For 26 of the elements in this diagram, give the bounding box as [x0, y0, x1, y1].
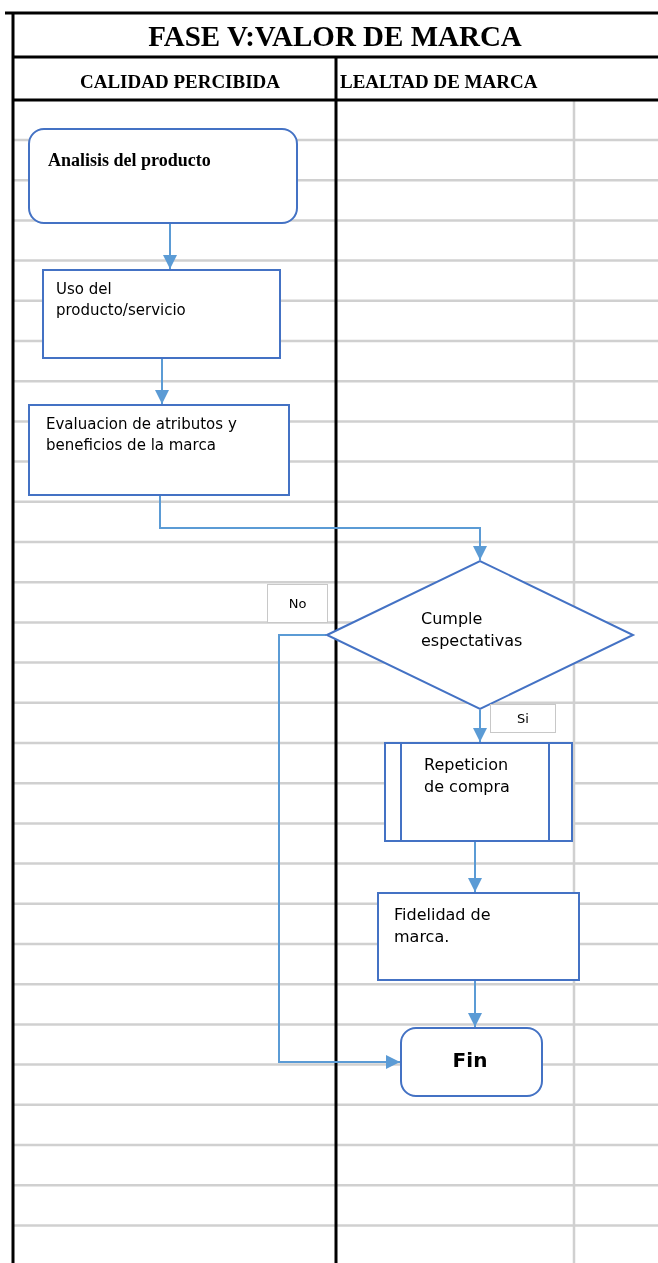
arrow — [163, 223, 177, 270]
arrow — [468, 980, 482, 1028]
node-text: Analisis del producto — [48, 149, 212, 172]
node-text: Fin — [451, 1047, 489, 1074]
node-text: Repeticion de compra — [424, 754, 511, 799]
node-text: Evaluacion de atributos y beneficios de la marca — [46, 414, 238, 456]
lane-header: CALIDAD PERCIBIDA — [78, 70, 282, 94]
process-box — [28, 404, 290, 496]
edge-label: No — [267, 584, 328, 623]
arrow — [473, 709, 487, 743]
subprocess-box — [384, 742, 573, 842]
terminal-box — [400, 1027, 543, 1097]
terminal-box — [28, 128, 298, 224]
decision-diamond — [326, 560, 634, 710]
arrow — [468, 841, 482, 893]
lane-header: LEALTAD DE MARCA — [340, 70, 539, 94]
node-text: Cumple espectativas — [421, 608, 524, 653]
title: FASE V:VALOR DE MARCA — [147, 19, 523, 54]
arrow — [155, 358, 169, 405]
node-text: Fidelidad de marca. — [394, 904, 492, 949]
node-text: Uso del producto/servicio — [56, 279, 187, 321]
process-box — [377, 892, 580, 981]
arrow — [159, 495, 487, 561]
arrow — [278, 634, 401, 1069]
edge-label: Si — [490, 704, 556, 733]
process-box — [42, 269, 281, 359]
